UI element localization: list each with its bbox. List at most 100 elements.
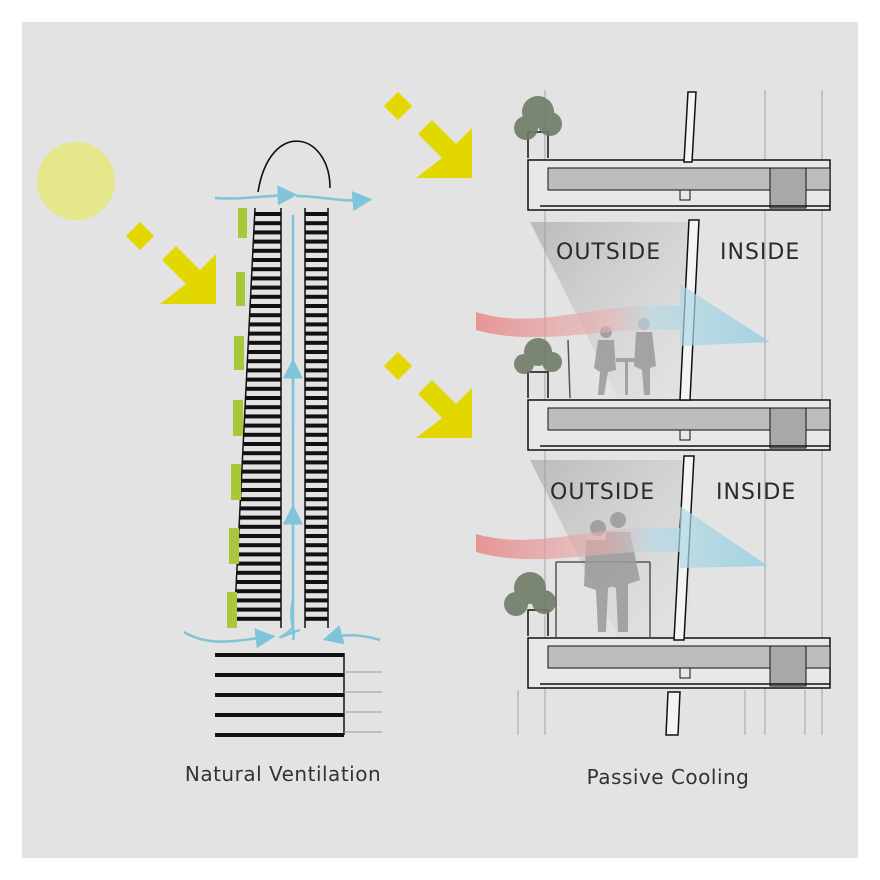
tower-slat [305, 598, 328, 603]
tower-slat [249, 313, 281, 318]
tower-slat [305, 552, 328, 557]
tower-slat [305, 616, 328, 621]
sun-icon [37, 142, 115, 220]
tower-slat [245, 405, 281, 410]
tower-slat [305, 515, 328, 520]
outside-label-lower: OUTSIDE [550, 480, 656, 505]
tower-slat [241, 478, 281, 483]
tower-slat [305, 589, 328, 594]
tower-slat [305, 478, 328, 483]
tower-slat [236, 580, 281, 584]
tower-slat [305, 294, 328, 299]
tower-slat [250, 304, 281, 308]
tower-slat [246, 377, 281, 382]
tower-slat [305, 469, 328, 474]
tower-slat [246, 386, 281, 391]
tower-slat [238, 534, 281, 538]
tower-slat [240, 497, 281, 502]
tower-slat [305, 239, 328, 244]
tower-slat [305, 460, 328, 465]
tower-slat [305, 368, 328, 373]
tower-slat [305, 386, 328, 391]
tower-slat [253, 230, 281, 235]
tower-slat [305, 221, 328, 226]
podium-ticks [344, 671, 382, 733]
tower-slat [305, 322, 328, 327]
tower-slat [252, 258, 281, 262]
tower-slat [305, 506, 328, 511]
tower-slat [246, 368, 281, 373]
tower-slat [305, 248, 328, 253]
outside-label-upper: OUTSIDE [556, 240, 662, 265]
tower-slat [239, 524, 281, 529]
tower-slat [305, 580, 328, 584]
podium-stripe [215, 653, 344, 657]
tower-slat [244, 414, 281, 419]
tower-slat [234, 616, 281, 621]
tower-slat [305, 543, 328, 548]
podium-block [215, 653, 345, 737]
tower-slat [242, 451, 281, 456]
tower-slat [245, 396, 281, 400]
tower-slat [247, 350, 281, 354]
tower-slat [235, 598, 281, 603]
tower-slat [240, 506, 281, 511]
tower-slat [239, 515, 281, 520]
tower-slat [237, 561, 281, 566]
floor-slabs [527, 131, 831, 689]
plant-icon [504, 96, 562, 616]
tower-slat [305, 304, 328, 308]
tower-slat [305, 340, 328, 345]
tower-slat [305, 350, 328, 354]
tower-slat [235, 589, 281, 594]
tower-slat [305, 212, 328, 216]
caption-passive-cooling: Passive Cooling [586, 765, 750, 789]
tower-slat [305, 607, 328, 612]
floor-slab [527, 609, 831, 689]
tower-slat [305, 267, 328, 272]
tower-slat [305, 405, 328, 410]
tower-slat [251, 276, 281, 281]
tower-slat [305, 359, 328, 364]
tower-slat [305, 570, 328, 575]
tower-slat [249, 322, 281, 327]
tower-slat [305, 230, 328, 235]
tower-slat [305, 451, 328, 456]
tower-slat [305, 414, 328, 419]
tower-slat [237, 552, 281, 557]
tower-slat [305, 534, 328, 538]
tower-slat [305, 285, 328, 290]
tower-slat [305, 331, 328, 336]
tower-slat [305, 442, 328, 446]
podium-stripe [215, 713, 344, 717]
tower-slat [305, 276, 328, 281]
tower-slat [243, 442, 281, 446]
tower-slat [235, 607, 281, 612]
tower-slat [254, 221, 281, 226]
tower-slat [305, 488, 328, 492]
tower-slat [305, 313, 328, 318]
tower-slat [244, 423, 281, 428]
tower-slat [238, 543, 281, 548]
tower-slat [305, 396, 328, 400]
tower-slat [305, 377, 328, 382]
floor-slab [527, 131, 831, 211]
tower-slat [241, 469, 281, 474]
tower-slat [305, 561, 328, 566]
inside-label-upper: INSIDE [720, 240, 801, 265]
tower-slat [305, 524, 328, 529]
tower-slat [252, 248, 281, 253]
inside-label-lower: INSIDE [716, 480, 797, 505]
tower-slat [254, 212, 281, 216]
warm-air-arrow-icon [476, 284, 770, 568]
podium-stripe [215, 693, 344, 697]
tower-slat [248, 331, 281, 336]
tower-slat [252, 267, 281, 272]
tower-slat [248, 340, 281, 345]
tower-slat [251, 285, 281, 290]
tower-slat [247, 359, 281, 364]
tower-slat [250, 294, 281, 299]
air-flow-arrow-icon [183, 185, 381, 649]
tower-slat [305, 497, 328, 502]
